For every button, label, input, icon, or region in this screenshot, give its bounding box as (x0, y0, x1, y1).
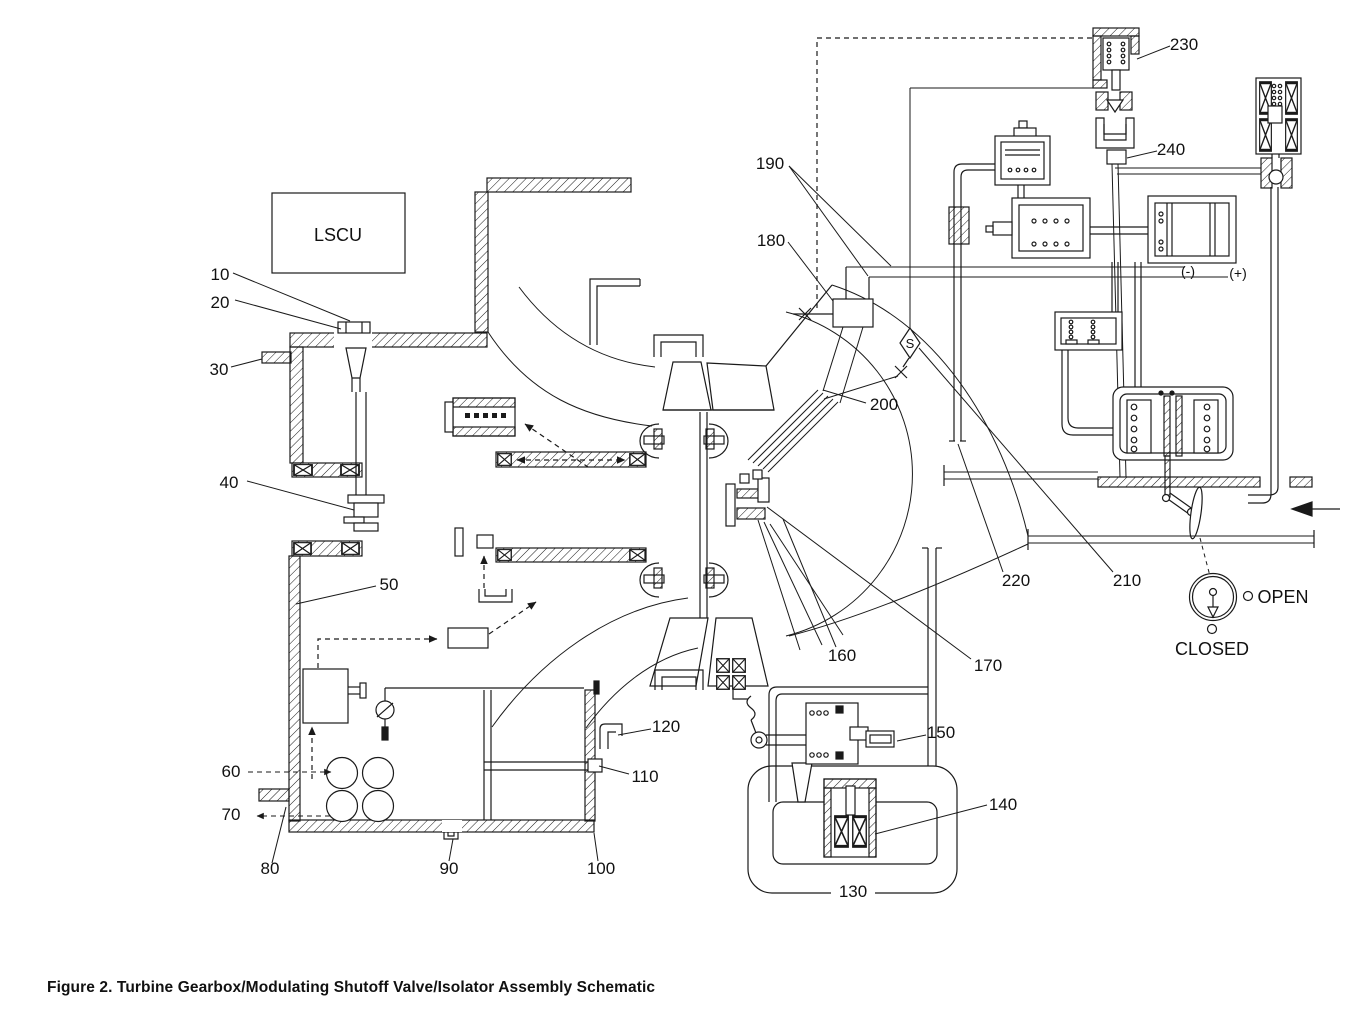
leader-230 (1136, 45, 1171, 60)
callout-80: 80 (261, 859, 280, 878)
leader-80 (271, 806, 287, 864)
callout-190: 190 (756, 154, 784, 173)
isolator-pipe (943, 465, 1315, 550)
callout-230: 230 (1170, 35, 1198, 54)
leader-190a (788, 165, 892, 267)
lscu-label: LSCU (314, 225, 362, 245)
leader-220 (957, 443, 1004, 573)
callout-220: 220 (1002, 571, 1030, 590)
callout-160: 160 (828, 646, 856, 665)
indicator-open-label: OPEN (1257, 587, 1308, 607)
speed-switch-symbol: S (906, 336, 915, 351)
callout-120: 120 (652, 717, 680, 736)
terminal-plus-label: (+) (1229, 265, 1247, 281)
leader-120 (617, 728, 652, 736)
leader-90 (448, 838, 454, 862)
flow-arrow-icon (1290, 501, 1340, 517)
lscu-box (271, 192, 406, 274)
callout-180: 180 (757, 231, 785, 250)
callout-150: 150 (927, 723, 955, 742)
leader-180 (787, 241, 834, 302)
check-valve (375, 680, 600, 741)
callout-240: 240 (1157, 140, 1185, 159)
callout-40: 40 (220, 473, 239, 492)
scavenge-pipes (484, 723, 623, 773)
leader-200 (822, 389, 867, 404)
gear-train (325, 756, 395, 823)
leader-110 (598, 765, 630, 775)
callout-90: 90 (440, 859, 459, 878)
callout-30: 30 (210, 360, 229, 379)
servo-valve (985, 197, 1155, 259)
callout-leaders (230, 45, 1171, 864)
leader-240 (1126, 150, 1158, 159)
figure-caption: Figure 2. Turbine Gearbox/Modulating Shu… (47, 979, 656, 996)
isolator-solenoid (1248, 77, 1302, 504)
leader-20 (234, 299, 342, 330)
callout-200: 200 (870, 395, 898, 414)
gearbox-internals (444, 397, 647, 603)
callout-60: 60 (222, 762, 241, 781)
leader-40 (246, 480, 355, 511)
torque-motor (1147, 195, 1237, 264)
gearbox-housing (258, 177, 656, 840)
speed-switch (823, 326, 921, 400)
leader-210 (918, 347, 1114, 573)
signal-boundary (816, 37, 1093, 332)
leader-150 (896, 734, 927, 742)
drain-solenoid-valve (823, 778, 877, 858)
callout-10: 10 (211, 265, 230, 284)
callout-110: 110 (631, 767, 658, 786)
callout-20: 20 (211, 293, 230, 312)
filter (948, 163, 995, 442)
leader-140 (874, 804, 988, 835)
butterfly-isolator (1161, 486, 1211, 577)
oil-pump (302, 601, 537, 779)
terminal-minus-label: (-) (1181, 263, 1195, 279)
leader-10 (232, 272, 351, 322)
shutoff-pilot-valve (1092, 27, 1140, 149)
leader-160 (782, 518, 837, 648)
callout-170: 170 (974, 656, 1002, 675)
leader-170 (766, 506, 972, 660)
turbine-section (491, 284, 1029, 734)
indicator-closed-label: CLOSED (1175, 639, 1249, 659)
position-indicator (1188, 572, 1254, 635)
callout-70: 70 (222, 805, 241, 824)
s-rate-spring-valve (1054, 262, 1142, 436)
callout-130: 130 (839, 882, 867, 901)
leader-190b (788, 165, 869, 277)
modulating-valve (750, 702, 895, 765)
callout-210: 210 (1113, 571, 1141, 590)
leader-30 (230, 358, 263, 368)
leader-50 (295, 585, 377, 605)
callout-100: 100 (587, 859, 615, 878)
shutoff-valve-linkage (725, 389, 844, 651)
callout-50: 50 (380, 575, 399, 594)
speed-sensor-box (793, 266, 1228, 404)
actuator-body (1112, 386, 1234, 498)
pilot-valve (994, 120, 1051, 213)
leader-100 (593, 832, 599, 862)
callout-140: 140 (989, 795, 1017, 814)
